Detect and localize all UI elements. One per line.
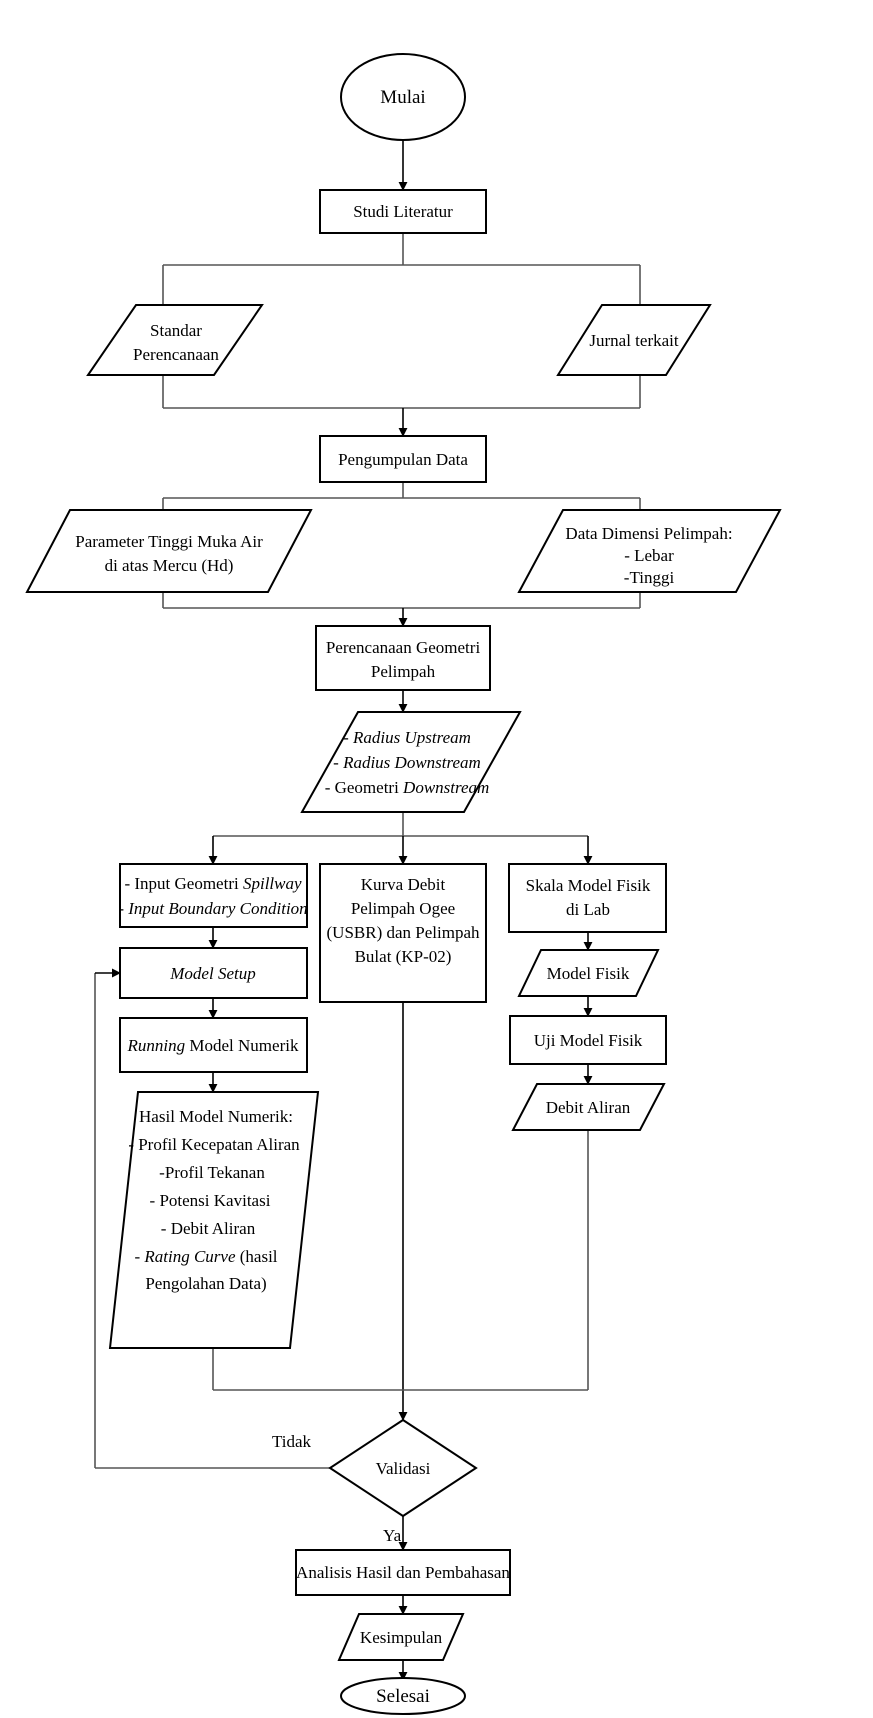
- node-end: Selesai: [340, 1677, 466, 1715]
- scale-box: [508, 863, 667, 933]
- node-start: Mulai: [340, 53, 466, 141]
- standard-line-1: Standar: [150, 321, 202, 340]
- node-standard: Standar Perencanaan: [86, 304, 264, 376]
- hasil-parallelogram: [108, 1091, 320, 1349]
- node-literature: Studi Literatur: [319, 189, 487, 234]
- dim-line-3: -Tinggi: [624, 568, 675, 587]
- hasil-line-7: Pengolahan Data): [145, 1274, 266, 1293]
- hasil-line-4: - Potensi Kavitasi: [150, 1191, 271, 1210]
- hasil-line-2: - Profil Kecepatan Aliran: [128, 1135, 300, 1154]
- running-box: [119, 1017, 308, 1073]
- node-model-setup: Model Setup: [119, 947, 308, 999]
- radius-line-1: - Radius Upstream: [343, 728, 471, 747]
- end-label: Selesai: [376, 1686, 430, 1707]
- kesimpulan-parallelogram: [337, 1613, 465, 1661]
- start-terminator: [340, 53, 466, 141]
- hasil-line-3: -Profil Tekanan: [159, 1163, 265, 1182]
- curve-box: [319, 863, 487, 1003]
- scale-line-1: Skala Model Fisik: [526, 876, 651, 895]
- geometry-plan-line-1: Perencanaan Geometri: [326, 638, 481, 657]
- node-uji: Uji Model Fisik: [509, 1015, 667, 1065]
- node-input: - Input Geometri Spillway - Input Bounda…: [118, 863, 308, 928]
- node-radius: - Radius Upstream - Radius Downstream - …: [300, 711, 522, 813]
- param-line-1: Parameter Tinggi Muka Air: [75, 532, 263, 551]
- node-curve: Kurva Debit Pelimpah Ogee (USBR) dan Pel…: [319, 863, 487, 1003]
- geometry-plan-line-2: Pelimpah: [371, 662, 436, 681]
- end-terminator: [340, 1677, 466, 1715]
- node-param: Parameter Tinggi Muka Air di atas Mercu …: [25, 509, 313, 593]
- scale-line-2: di Lab: [566, 900, 610, 919]
- node-scale: Skala Model Fisik di Lab: [508, 863, 667, 933]
- radius-line-3: - Geometri Downstream: [325, 778, 490, 797]
- node-validasi: Validasi: [328, 1418, 478, 1518]
- model-fisik-label: Model Fisik: [547, 964, 630, 983]
- curve-line-4: Bulat (KP-02): [355, 947, 452, 966]
- node-hasil: Hasil Model Numerik: - Profil Kecepatan …: [108, 1091, 320, 1349]
- hasil-line-6: - Rating Curve (hasil: [134, 1247, 277, 1266]
- node-kesimpulan: Kesimpulan: [337, 1613, 465, 1661]
- standard-parallelogram: [86, 304, 264, 376]
- curve-line-2: Pelimpah Ogee: [351, 899, 455, 918]
- curve-line-3: (USBR) dan Pelimpah: [327, 923, 480, 942]
- journal-label: Jurnal terkait: [589, 331, 678, 350]
- radius-parallelogram: [300, 711, 522, 813]
- debit-label: Debit Aliran: [546, 1098, 631, 1117]
- connectors: [94, 140, 641, 1681]
- curve-line-1: Kurva Debit: [361, 875, 446, 894]
- node-dim: Data Dimensi Pelimpah: - Lebar -Tinggi: [517, 509, 782, 593]
- uji-box: [509, 1015, 667, 1065]
- input-box: [119, 863, 308, 928]
- debit-parallelogram: [511, 1083, 666, 1131]
- node-debit: Debit Aliran: [511, 1083, 666, 1131]
- dim-line-1: Data Dimensi Pelimpah:: [565, 524, 732, 543]
- collect-label: Pengumpulan Data: [338, 450, 468, 469]
- kesimpulan-label: Kesimpulan: [360, 1628, 443, 1647]
- node-geometry-plan: Perencanaan Geometri Pelimpah: [315, 625, 491, 691]
- uji-label: Uji Model Fisik: [534, 1031, 643, 1050]
- analisis-label: Analisis Hasil dan Pembahasan: [296, 1563, 510, 1582]
- hasil-line-1: Hasil Model Numerik:: [139, 1107, 293, 1126]
- dim-line-2: - Lebar: [624, 546, 674, 565]
- model-setup-label: Model Setup: [169, 964, 255, 983]
- ya-label: Ya: [383, 1526, 402, 1545]
- geometry-plan-box: [315, 625, 491, 691]
- node-analisis: Analisis Hasil dan Pembahasan: [295, 1549, 511, 1596]
- validasi-diamond: [328, 1418, 478, 1518]
- input-line-1: - Input Geometri Spillway: [124, 874, 302, 893]
- param-line-2: di atas Mercu (Hd): [105, 556, 234, 575]
- dim-parallelogram: [517, 509, 782, 593]
- node-collect: Pengumpulan Data: [319, 435, 487, 483]
- analisis-box: [295, 1549, 511, 1596]
- hasil-line-5: - Debit Aliran: [161, 1219, 256, 1238]
- standard-line-2: Perencanaan: [133, 345, 219, 364]
- node-running: Running Model Numerik: [119, 1017, 308, 1073]
- literature-label: Studi Literatur: [353, 202, 453, 221]
- input-line-2: - Input Boundary Condition: [118, 899, 307, 918]
- collect-box: [319, 435, 487, 483]
- node-model-fisik: Model Fisik: [517, 949, 660, 997]
- tidak-label: Tidak: [272, 1432, 312, 1451]
- journal-parallelogram: [556, 304, 712, 376]
- running-label: Running Model Numerik: [127, 1036, 299, 1055]
- model-setup-box: [119, 947, 308, 999]
- literature-box: [319, 189, 487, 234]
- model-fisik-parallelogram: [517, 949, 660, 997]
- radius-line-2: - Radius Downstream: [333, 753, 481, 772]
- start-label: Mulai: [380, 87, 425, 108]
- param-parallelogram: [25, 509, 313, 593]
- validasi-label: Validasi: [376, 1459, 431, 1478]
- node-journal: Jurnal terkait: [556, 304, 712, 376]
